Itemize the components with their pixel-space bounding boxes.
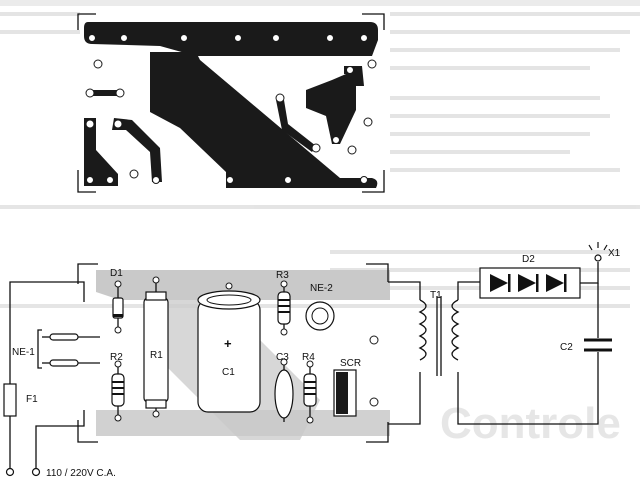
mains-terminal-1 [5, 467, 15, 477]
capacitor-c1: + C1 [197, 282, 261, 413]
label-r2: R2 [110, 352, 123, 363]
diode-d2: D2 [479, 254, 599, 299]
neon-ne2: NE-2 [305, 283, 335, 331]
label-mains: 110 / 220V C.A. [46, 468, 116, 479]
resistor-r2: R2 [110, 352, 125, 422]
label-f1: F1 [26, 394, 38, 405]
trace-top-bus [84, 22, 378, 56]
mains-terminal-2 [31, 467, 41, 477]
label-c1: C1 [222, 367, 235, 378]
label-x1: X1 [608, 248, 621, 259]
resistor-r1: R1 [143, 276, 169, 418]
resistor-r4: R4 [302, 352, 317, 424]
neon-ne1: NE-1 [12, 329, 100, 369]
trace-right-hook [276, 100, 316, 152]
label-scr: SCR [340, 358, 361, 369]
label-c3: C3 [276, 352, 289, 363]
scr: SCR [333, 335, 379, 417]
label-c2: C2 [560, 342, 573, 353]
diode-d1: D1 [110, 268, 124, 334]
label-r4: R4 [302, 352, 315, 363]
trace-left [84, 118, 118, 186]
label-d1: D1 [110, 268, 123, 279]
pcb-pads [85, 34, 377, 184]
component-layout: F1 110 / 220V C.A. NE-1 D1 [3, 242, 621, 479]
component-registration-marks [77, 263, 389, 443]
label-d2: D2 [522, 254, 535, 265]
label-ne1: NE-1 [12, 347, 35, 358]
board-shading [96, 270, 390, 300]
trace-diagonal [150, 52, 378, 188]
fuse-f1 [3, 383, 17, 417]
output-x1: X1 [588, 242, 621, 262]
label-c1-plus: + [224, 336, 232, 351]
transformer-t1: T1 [388, 281, 599, 425]
capacitor-c3: C3 [274, 352, 294, 422]
label-ne2: NE-2 [310, 283, 333, 294]
trace-short-link [88, 90, 122, 96]
capacitor-c2: C2 [560, 283, 612, 372]
pcb-copper-layout [77, 13, 385, 193]
label-r1: R1 [150, 350, 163, 361]
registration-marks [77, 13, 385, 193]
trace-right-cluster [306, 66, 356, 144]
mains-wiring: F1 110 / 220V C.A. [3, 281, 116, 479]
label-r3: R3 [276, 270, 289, 281]
label-t1: T1 [430, 290, 442, 301]
resistor-r3: R3 [276, 270, 291, 336]
